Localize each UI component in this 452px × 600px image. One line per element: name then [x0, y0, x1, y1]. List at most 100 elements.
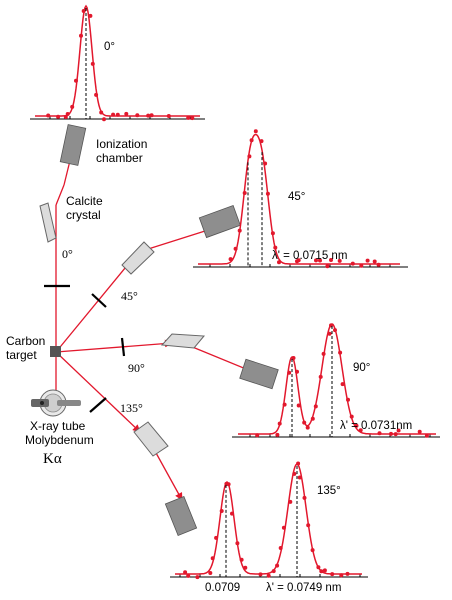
- data-point: [393, 432, 398, 437]
- beam-0-to-crystal: [55, 184, 65, 206]
- slit-icon: [89, 397, 107, 413]
- spectrum-curve: [35, 4, 200, 117]
- data-point: [310, 416, 315, 421]
- xray-tube-label-1: X-ray tube: [30, 419, 86, 433]
- data-point: [226, 482, 231, 487]
- data-point: [124, 111, 129, 116]
- data-point: [338, 350, 343, 355]
- data-point: [183, 570, 188, 575]
- data-point: [258, 572, 263, 577]
- data-point: [253, 129, 258, 134]
- data-point: [319, 569, 324, 574]
- calcite-crystal-label-1: Calcite: [66, 194, 103, 208]
- ionization-chamber-label-1: Ionization: [96, 137, 147, 151]
- data-point: [346, 397, 350, 402]
- data-point: [149, 113, 154, 118]
- data-point: [325, 264, 330, 269]
- data-point: [255, 433, 260, 438]
- spectrum-curve: [238, 323, 436, 435]
- plot-angle-label: 135°: [317, 485, 341, 497]
- beam-angle-45: 45°: [121, 289, 138, 303]
- data-point: [94, 92, 99, 97]
- data-point: [318, 258, 322, 263]
- carbon-target: [50, 346, 61, 357]
- data-point: [259, 139, 264, 144]
- data-point: [233, 246, 238, 251]
- carbon-target-label-1: Carbon: [6, 334, 45, 348]
- data-point: [310, 548, 315, 553]
- plot-angle-label: 90°: [353, 362, 370, 374]
- data-point: [354, 423, 359, 428]
- data-point: [88, 13, 93, 18]
- data-point: [46, 113, 51, 118]
- data-point: [166, 114, 171, 118]
- data-point: [81, 9, 86, 13]
- data-point: [288, 499, 293, 504]
- beam-135: [55, 351, 141, 433]
- data-point: [275, 563, 280, 568]
- data-point: [281, 525, 286, 530]
- calcite-crystal-label-2: crystal: [66, 208, 101, 222]
- data-point: [296, 403, 301, 408]
- data-point: [302, 420, 307, 425]
- data-points: [228, 129, 381, 269]
- data-points: [255, 323, 429, 438]
- data-point: [266, 573, 271, 578]
- peak-markers: [225, 466, 298, 577]
- spectrum-curve: [175, 463, 362, 575]
- data-point: [63, 115, 68, 119]
- beam-45: [55, 261, 131, 353]
- crystal-icon: [133, 421, 169, 457]
- data-point: [318, 374, 323, 379]
- data-point: [295, 369, 299, 374]
- ionization-chamber-label-2: chamber: [96, 151, 143, 165]
- data-point: [237, 228, 242, 233]
- slit-icon: [120, 337, 126, 357]
- data-point: [74, 78, 78, 83]
- data-point: [228, 257, 233, 262]
- data-point: [329, 258, 333, 262]
- spectrum-plot-90: 90° λ' = 0.0731nm: [232, 323, 440, 438]
- crystals: [39, 202, 206, 457]
- detector-icon: [59, 124, 87, 166]
- data-point: [208, 571, 213, 575]
- data-point: [195, 575, 200, 580]
- plot-unshifted-label: 0.0709: [205, 582, 240, 594]
- data-point: [417, 429, 422, 434]
- plot-angle-label: 45°: [288, 191, 305, 203]
- data-point: [339, 573, 344, 578]
- data-point: [275, 432, 280, 437]
- slit-icon: [91, 293, 107, 308]
- spectrum-plot-0: 0°: [30, 4, 205, 122]
- data-point: [115, 112, 120, 117]
- beam-angle-135: 135°: [120, 401, 143, 415]
- data-point: [359, 263, 364, 268]
- spectrum-curve: [198, 133, 400, 265]
- data-point: [249, 138, 254, 143]
- data-point: [376, 262, 381, 267]
- data-point: [239, 557, 244, 562]
- data-point: [292, 471, 297, 476]
- data-point: [345, 571, 350, 576]
- data-point: [377, 431, 382, 436]
- crystal-icon: [121, 241, 155, 275]
- data-point: [287, 370, 292, 375]
- data-point: [146, 113, 151, 118]
- beam-angle-90: 90°: [128, 361, 145, 375]
- detector-icon: [198, 204, 241, 239]
- plot-wavelength-label: λ' = 0.0731nm: [340, 420, 412, 432]
- data-point: [372, 259, 377, 264]
- data-point: [358, 428, 363, 433]
- slits: [44, 284, 126, 413]
- data-point: [296, 258, 301, 263]
- data-point: [271, 569, 276, 574]
- data-point: [186, 115, 191, 120]
- beam-paths: [55, 127, 269, 501]
- data-point: [70, 104, 75, 109]
- data-point: [322, 568, 327, 573]
- plot-angle-label: 0°: [104, 41, 115, 53]
- data-point: [190, 116, 195, 121]
- data-point: [230, 511, 234, 516]
- data-point: [263, 161, 268, 166]
